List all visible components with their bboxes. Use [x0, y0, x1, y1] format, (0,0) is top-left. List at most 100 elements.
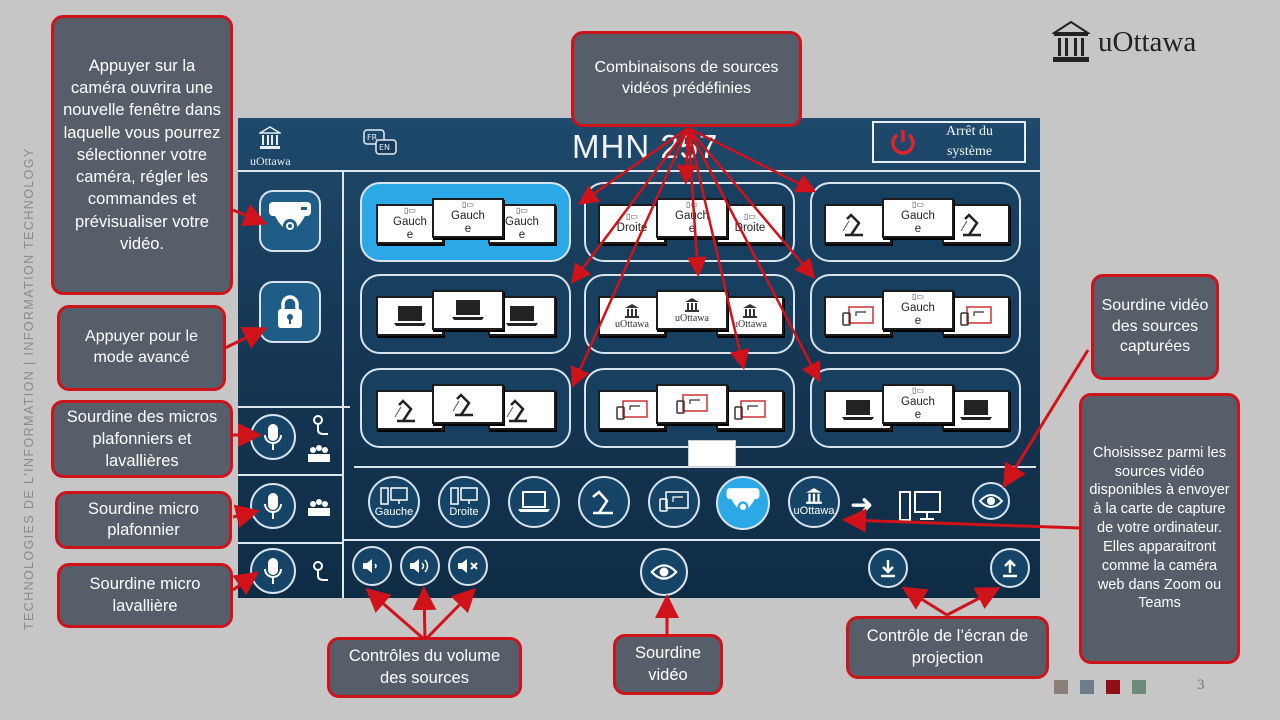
screen-up-button[interactable]: [990, 548, 1030, 588]
mute-all-mics-button[interactable]: [250, 414, 296, 460]
university-building-icon: [625, 303, 639, 318]
display-left: [824, 204, 892, 244]
camera-button[interactable]: [259, 190, 321, 252]
disp-label: Gauch: [451, 209, 485, 222]
capture-source-label: uOttawa: [793, 505, 835, 517]
laptop-icon: [518, 491, 550, 512]
callout-capture-mute: Sourdine vidéo des sources capturées: [1091, 274, 1219, 380]
pc-mini-icon: ▯▭: [516, 205, 528, 215]
preset-wireless-all[interactable]: [584, 368, 795, 448]
university-building-icon: [1052, 20, 1090, 62]
wireless-presentation-icon: [960, 306, 992, 326]
desktop-pc-icon: [450, 487, 478, 505]
swatch-1: [1054, 680, 1068, 694]
lock-icon: [278, 295, 302, 328]
video-mute-button[interactable]: [640, 548, 688, 596]
language-toggle[interactable]: FR EN: [362, 128, 400, 163]
wireless-presentation-icon: [734, 400, 766, 420]
sidebar-divider-4: [238, 542, 342, 544]
capture-source-doccam[interactable]: [578, 476, 630, 528]
volume-high-icon: [410, 559, 429, 573]
disp-label: Droite: [616, 222, 648, 235]
display-center: [656, 384, 728, 424]
pc-mini-icon: ▯▭: [626, 212, 638, 222]
university-building-icon: [685, 297, 699, 312]
document-camera-icon: [592, 490, 613, 515]
eye-icon: [978, 494, 1004, 508]
system-off-line-2: système: [946, 144, 993, 159]
callout-mute-lavalier: Sourdine micro lavallière: [57, 563, 233, 628]
volume-low-icon: [363, 559, 377, 573]
capture-video-mute-button[interactable]: [972, 482, 1010, 520]
capture-source-wireless[interactable]: [648, 476, 700, 528]
eye-icon: [650, 564, 678, 580]
mute-lavalier-mic-button[interactable]: [250, 548, 296, 594]
ceiling-mic-array-icon: [306, 444, 332, 469]
system-off-button[interactable]: Arrêt du système: [872, 121, 1026, 163]
pc-mini-icon: ▯▭: [686, 199, 698, 209]
wireless-presentation-icon: [616, 400, 648, 420]
disp-label: Gauch: [901, 209, 935, 222]
callout-capture-sources: Choisissez parmi les sources vidéo dispo…: [1079, 393, 1240, 664]
desktop-pc-icon: [380, 487, 408, 505]
pc-mini-icon: ▯▭: [462, 199, 474, 209]
capture-source-laptop[interactable]: [508, 476, 560, 528]
disp-label-2: e: [406, 228, 414, 241]
color-swatches: [1054, 680, 1146, 694]
callout-mute-all: Sourdine des micros plafonniers et laval…: [51, 400, 233, 478]
disp-label-2: e: [688, 222, 696, 235]
mute-ceiling-mic-button[interactable]: [250, 483, 296, 529]
callout-advanced-mode: Appuyer pour le mode avancé: [57, 305, 226, 391]
preset-doccam-all[interactable]: [360, 368, 571, 448]
panel-logo-text: uOttawa: [250, 154, 291, 168]
swatch-4: [1132, 680, 1146, 694]
ceiling-mic-array-icon: [306, 498, 332, 523]
screen-down-button[interactable]: [868, 548, 908, 588]
lang-fr-label: FR: [367, 133, 378, 142]
display-center: [432, 384, 504, 424]
sidebar-divider: [342, 172, 344, 598]
volume-mute-icon: [458, 559, 478, 573]
pc-mini-icon: ▯▭: [912, 291, 924, 301]
disp-label: Gauch: [393, 215, 427, 228]
preset-laptops-all[interactable]: [360, 274, 571, 354]
disp-label: Gauch: [675, 209, 709, 222]
microphone-icon: [264, 558, 282, 584]
capture-source-camera[interactable]: [716, 476, 770, 530]
volume-down-button[interactable]: [352, 546, 392, 586]
callout-projection: Contrôle de l’écran de projection: [846, 616, 1049, 679]
document-camera-icon: [842, 213, 863, 237]
projection-screen-status: [688, 440, 736, 467]
microphone-icon: [264, 424, 282, 450]
laptop-icon: [452, 300, 484, 320]
disp-label-2: e: [914, 314, 922, 327]
disp-label: uOttawa: [615, 318, 649, 330]
capture-source-gauche[interactable]: Gauche: [368, 476, 420, 528]
document-camera-icon: [960, 213, 981, 237]
callout-mute-ceiling: Sourdine micro plafonnier: [55, 491, 232, 549]
control-panel: uOttawa FR EN MHN 257 Arrêt du système: [238, 118, 1040, 598]
callout-combinations: Combinaisons de sources vidéos prédéfini…: [571, 31, 802, 127]
advanced-mode-button[interactable]: [259, 281, 321, 343]
send-arrow-icon: ➜: [850, 489, 874, 520]
university-building-icon: [806, 488, 822, 504]
lavalier-mic-icon: [310, 560, 330, 587]
capture-source-uottawa[interactable]: uOttawa: [788, 476, 840, 528]
volume-mute-button[interactable]: [448, 546, 488, 586]
capture-source-droite[interactable]: Droite: [438, 476, 490, 528]
room-title: MHN 257: [572, 128, 719, 165]
pc-mini-icon: ▯▭: [404, 205, 416, 215]
volume-up-button[interactable]: [400, 546, 440, 586]
microphone-icon: [264, 493, 282, 519]
header-divider: [238, 170, 1040, 172]
preset-uottawa-all[interactable]: uOttawa uOttawa uOttawa: [584, 274, 795, 354]
sidebar-divider-3: [238, 474, 342, 476]
